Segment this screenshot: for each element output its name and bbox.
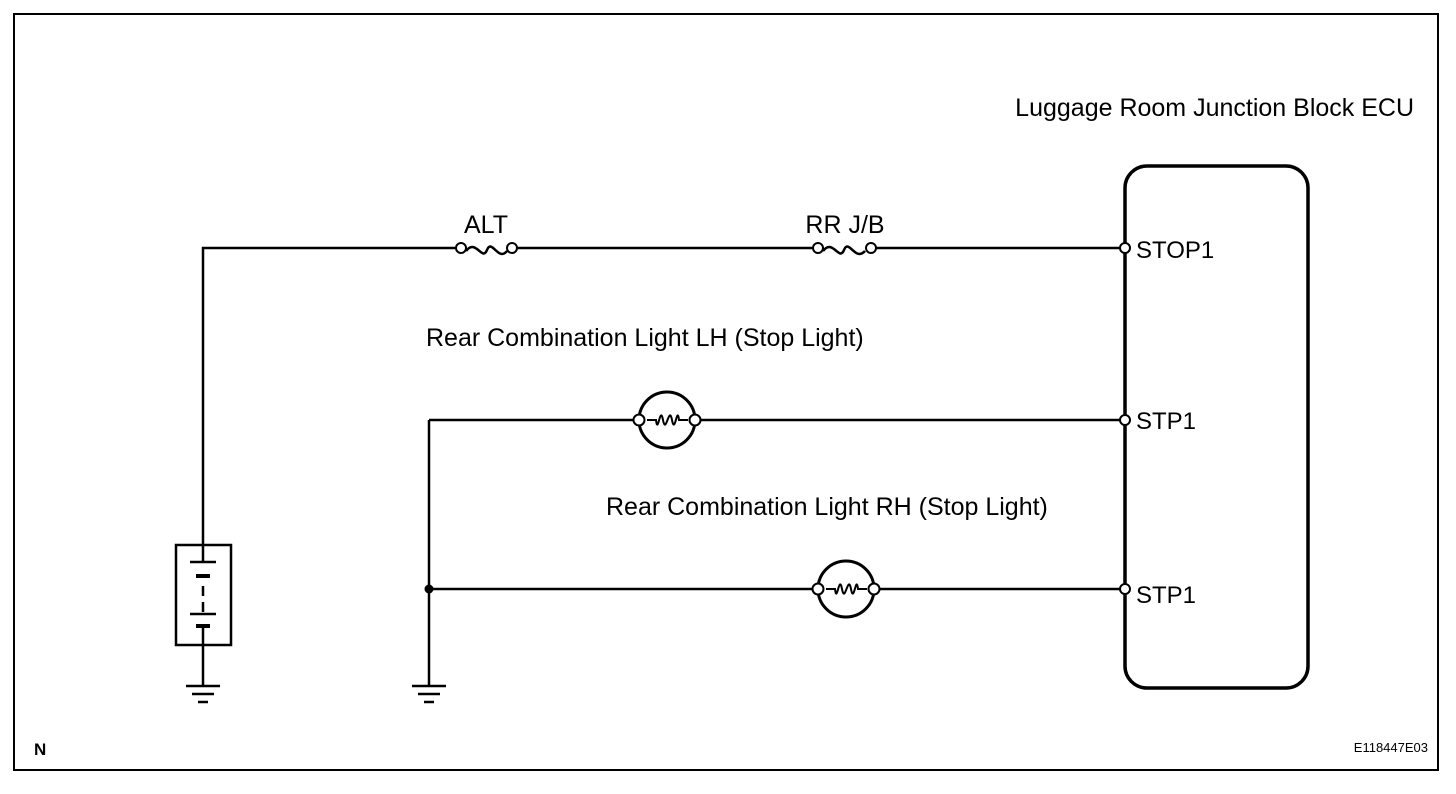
- lh-light-label: Rear Combination Light LH (Stop Light): [426, 324, 864, 352]
- stp1-lh-terminal: [1119, 414, 1131, 426]
- corner-marker: N: [34, 740, 46, 759]
- stp1-rh-pin-label: STP1: [1136, 582, 1196, 609]
- power-wire: [201, 246, 1123, 545]
- stp1-rh-terminal: [1119, 583, 1131, 595]
- rr-jb-fuse-icon: [812, 242, 877, 256]
- lh-bulb-icon: [632, 390, 702, 450]
- ecu-title: Luggage Room Junction Block ECU: [1015, 94, 1414, 122]
- lights-ground-icon: [412, 684, 446, 704]
- rh-light-label: Rear Combination Light RH (Stop Light): [606, 493, 1048, 521]
- rr-jb-fuse-label: RR J/B: [805, 211, 884, 239]
- ecu-box: [1123, 164, 1310, 690]
- battery-icon: [174, 543, 233, 647]
- alt-fuse-icon: [455, 242, 518, 256]
- figure-code: E118447E03: [1354, 740, 1428, 755]
- stp1-lh-pin-label: STP1: [1136, 408, 1196, 435]
- alt-fuse-label: ALT: [464, 211, 508, 239]
- rh-bulb-icon: [811, 559, 881, 619]
- diagram-frame: [13, 13, 1439, 771]
- ground-junction-dot: [424, 584, 434, 594]
- stop1-pin-label: STOP1: [1136, 237, 1214, 264]
- battery-ground-icon: [186, 684, 220, 704]
- stop1-terminal: [1119, 242, 1131, 254]
